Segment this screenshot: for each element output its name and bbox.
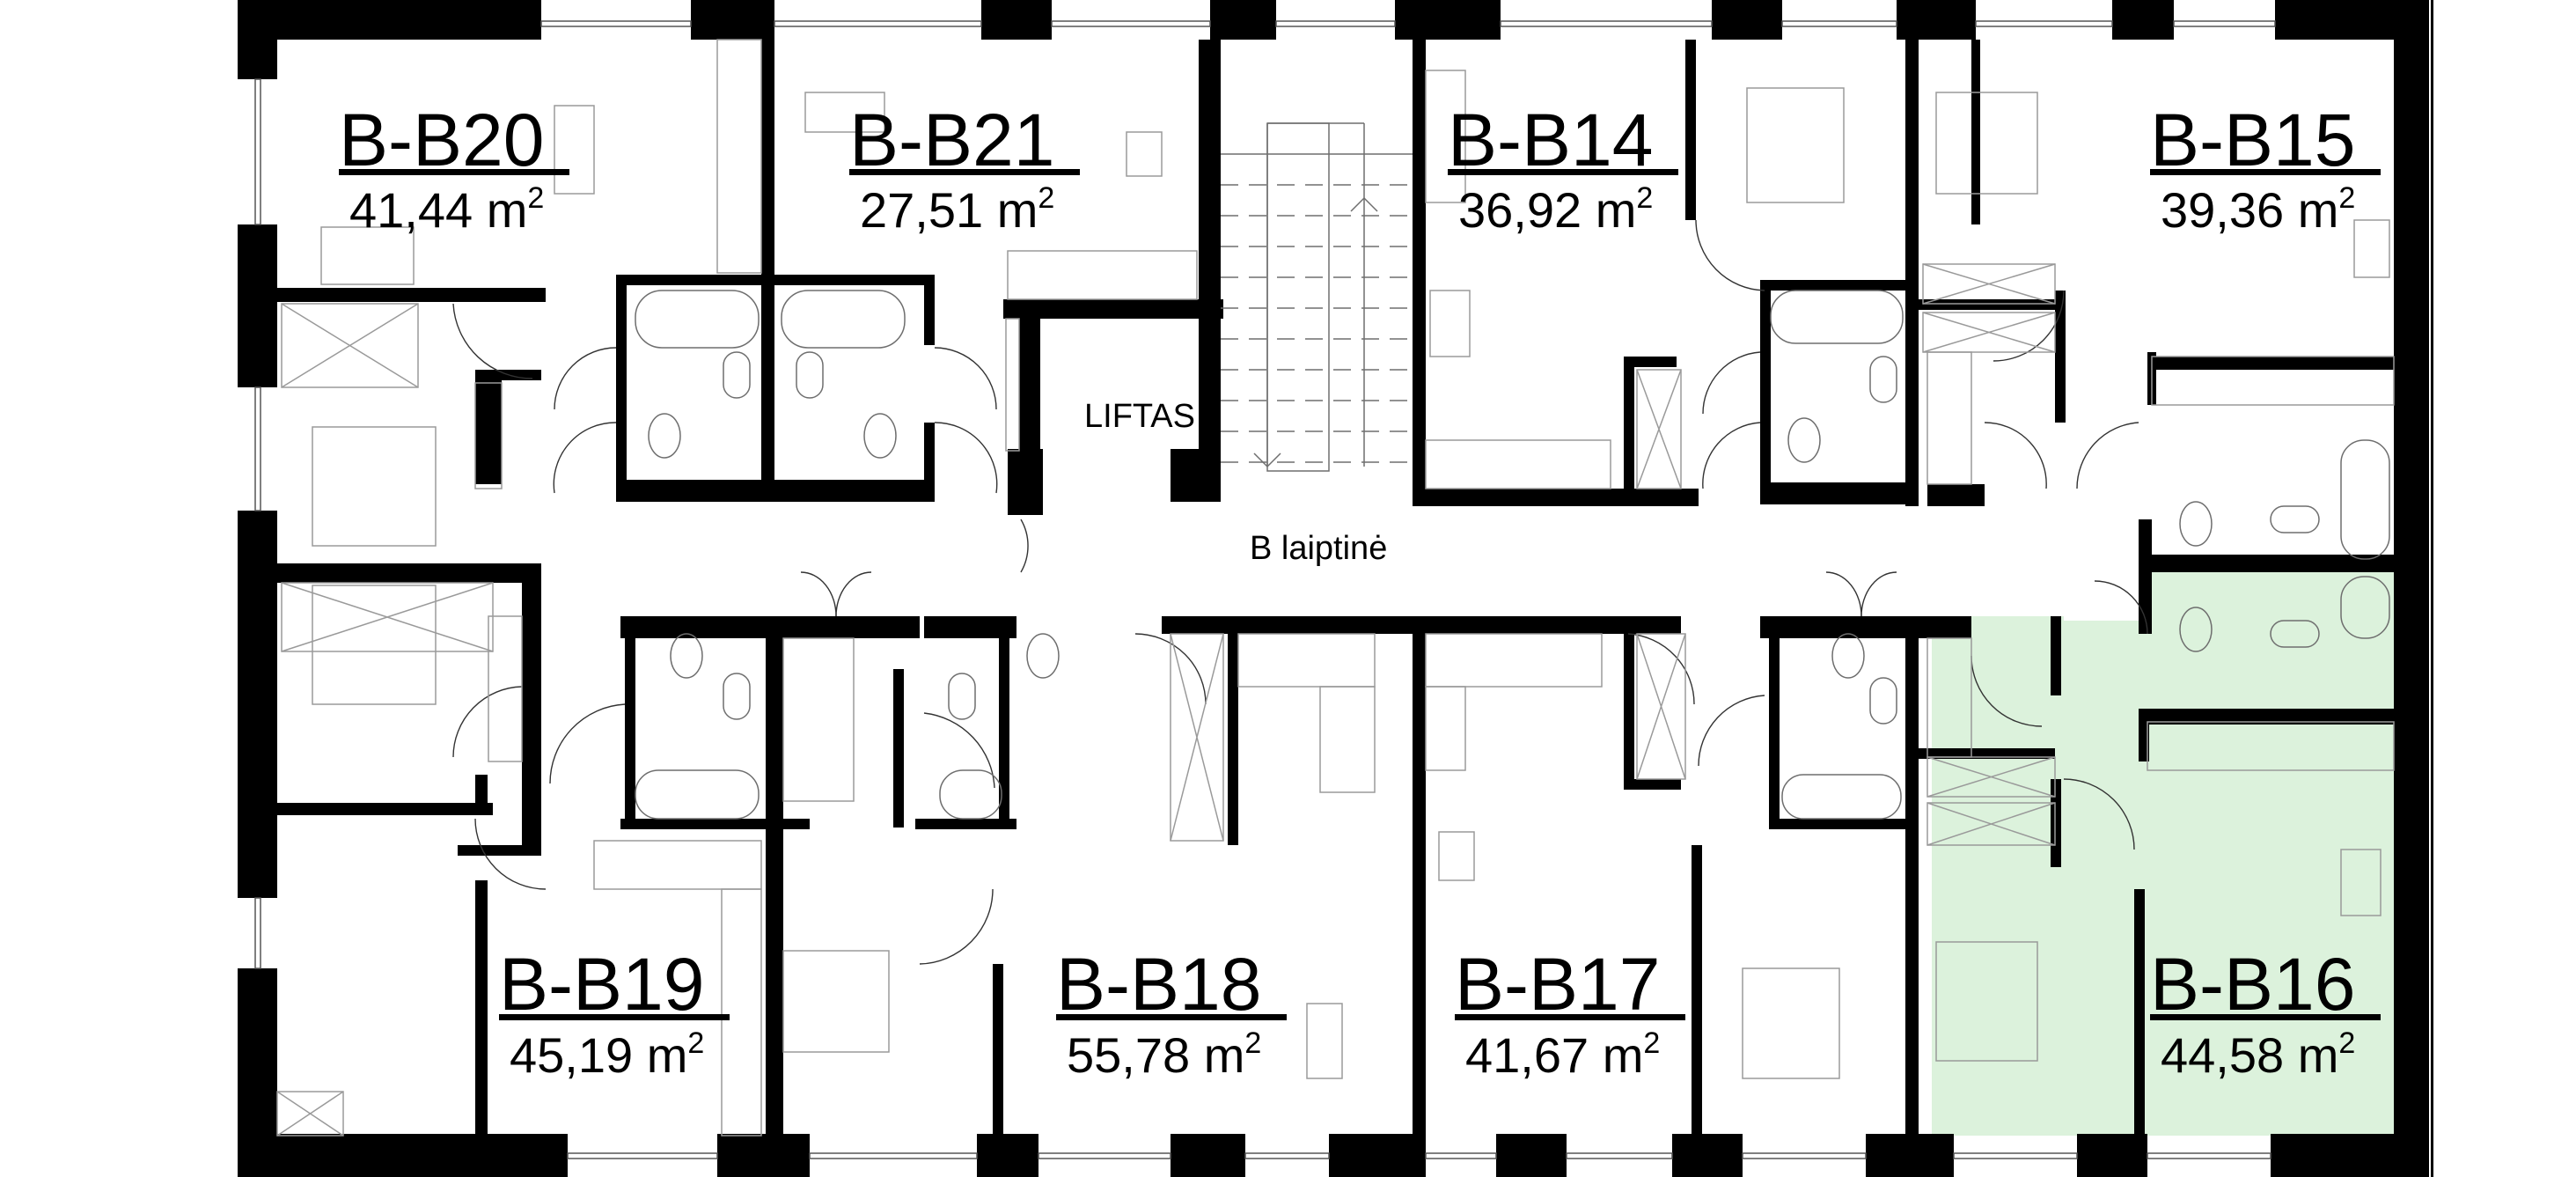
apartment-b-b16[interactable]: B-B16 44,58 m2 xyxy=(2150,943,2381,1083)
doors xyxy=(452,219,2148,965)
toilet-icon xyxy=(1787,417,1821,463)
sink-icon xyxy=(796,351,824,399)
table-icon xyxy=(1429,290,1471,357)
kitchen-counter xyxy=(1237,633,1376,688)
kitchen-counter xyxy=(1425,686,1466,771)
kitchen-counter xyxy=(716,39,762,274)
apartment-id: B-B14 xyxy=(1448,99,1653,181)
toilet-icon xyxy=(670,633,703,679)
apartment-area: 41,44 m2 xyxy=(349,181,544,238)
apartment-labels: B-B20 41,44 m2 B-B21 27,51 m2 B-B14 36,9… xyxy=(339,99,2381,1083)
toilet-icon xyxy=(1831,633,1865,679)
interior-walls-bottom xyxy=(277,563,2394,1136)
table-icon xyxy=(2340,849,2382,916)
label-underline xyxy=(1455,1014,1685,1020)
exterior-walls xyxy=(238,0,2433,1177)
kitchen-counter xyxy=(593,840,762,890)
label-underline xyxy=(2150,1014,2381,1020)
table-icon xyxy=(2353,219,2390,278)
bed-icon xyxy=(312,585,437,705)
apartment-id: B-B16 xyxy=(2150,943,2355,1026)
sink-icon xyxy=(1869,677,1897,725)
stair-arrow-down-icon xyxy=(1253,452,1281,468)
bed-icon xyxy=(1742,967,1840,1079)
apartment-b-b15[interactable]: B-B15 39,36 m2 xyxy=(2150,99,2381,238)
apartment-area: 27,51 m2 xyxy=(860,181,1054,238)
kitchen-counter xyxy=(1425,633,1603,688)
stairwell-label: B laiptinė xyxy=(1250,530,1387,567)
bathtub-icon xyxy=(635,290,760,349)
apartment-id: B-B15 xyxy=(2150,99,2355,181)
apartment-id: B-B19 xyxy=(499,943,704,1026)
apartment-id: B-B21 xyxy=(849,99,1054,181)
table-icon xyxy=(1126,131,1163,177)
staircase[interactable] xyxy=(1221,122,1413,468)
bathtub-icon xyxy=(781,290,906,349)
apartment-area: 36,92 m2 xyxy=(1458,181,1653,238)
label-underline xyxy=(339,169,569,175)
toilet-icon xyxy=(2179,501,2213,547)
label-underline xyxy=(849,169,1080,175)
toilet-icon xyxy=(2179,607,2213,652)
bathtub-icon xyxy=(2340,576,2390,639)
sink-icon xyxy=(723,351,751,399)
windows xyxy=(254,20,2276,1159)
kitchen-counter xyxy=(1007,250,1198,300)
kitchen-counter xyxy=(1319,686,1376,793)
apartment-area: 41,67 m2 xyxy=(1465,1026,1660,1083)
bathtub-icon xyxy=(1781,774,1902,820)
toilet-icon xyxy=(863,413,897,459)
bed-icon xyxy=(312,426,437,547)
toilet-icon xyxy=(1026,633,1060,679)
closet-icon xyxy=(276,263,2056,1137)
table-icon xyxy=(554,105,595,195)
apartment-id: B-B17 xyxy=(1455,943,1660,1026)
label-underline xyxy=(1448,169,1678,175)
sofa-icon xyxy=(1425,70,1466,203)
kitchen-counter xyxy=(1425,439,1611,489)
bed-icon xyxy=(1746,87,1845,203)
bathtub-icon xyxy=(635,769,760,820)
sink-icon xyxy=(948,673,976,720)
elevator-label: LIFTAS xyxy=(1084,398,1195,435)
apartment-id: B-B18 xyxy=(1056,943,1261,1026)
apartment-b-b19[interactable]: B-B19 45,19 m2 xyxy=(499,943,730,1083)
apartment-b-b17[interactable]: B-B17 41,67 m2 xyxy=(1455,943,1685,1083)
apartment-b-b20[interactable]: B-B20 41,44 m2 xyxy=(339,99,569,238)
label-underline xyxy=(2150,169,2381,175)
apartment-area: 39,36 m2 xyxy=(2161,181,2355,238)
apartment-b-b14[interactable]: B-B14 36,92 m2 xyxy=(1448,99,1678,238)
bathtub-icon xyxy=(939,769,1002,820)
apartment-area: 45,19 m2 xyxy=(510,1026,704,1083)
label-underline xyxy=(1056,1014,1287,1020)
apartment-area: 55,78 m2 xyxy=(1067,1026,1261,1083)
bed-icon xyxy=(1935,941,2038,1062)
bathtub-icon xyxy=(1770,290,1904,344)
sink-icon xyxy=(2270,620,2320,648)
kitchen-counter xyxy=(721,888,762,1137)
sink-icon xyxy=(2270,505,2320,533)
apartment-area: 44,58 m2 xyxy=(2161,1026,2355,1083)
table-icon xyxy=(1438,831,1475,881)
apartment-b-b21[interactable]: B-B21 27,51 m2 xyxy=(849,99,1080,238)
stair-arrow-up-icon xyxy=(1350,196,1378,212)
bathtub-icon xyxy=(2340,439,2390,560)
sink-icon xyxy=(1869,356,1897,403)
toilet-icon xyxy=(648,413,681,459)
interior-walls-top xyxy=(277,40,2394,634)
label-underline xyxy=(499,1014,730,1020)
kitchen-counter xyxy=(2147,721,2395,771)
sofa-icon xyxy=(804,92,885,133)
kitchen-counter xyxy=(2151,356,2395,406)
sink-icon xyxy=(723,673,751,720)
table-icon xyxy=(1306,1003,1343,1079)
sofa-icon xyxy=(320,226,415,285)
furniture xyxy=(276,39,2395,1137)
bed-icon xyxy=(1935,92,2038,195)
bed-icon xyxy=(782,950,890,1053)
apartment-b-b18[interactable]: B-B18 55,78 m2 xyxy=(1056,943,1287,1083)
apartment-id: B-B20 xyxy=(339,99,544,181)
